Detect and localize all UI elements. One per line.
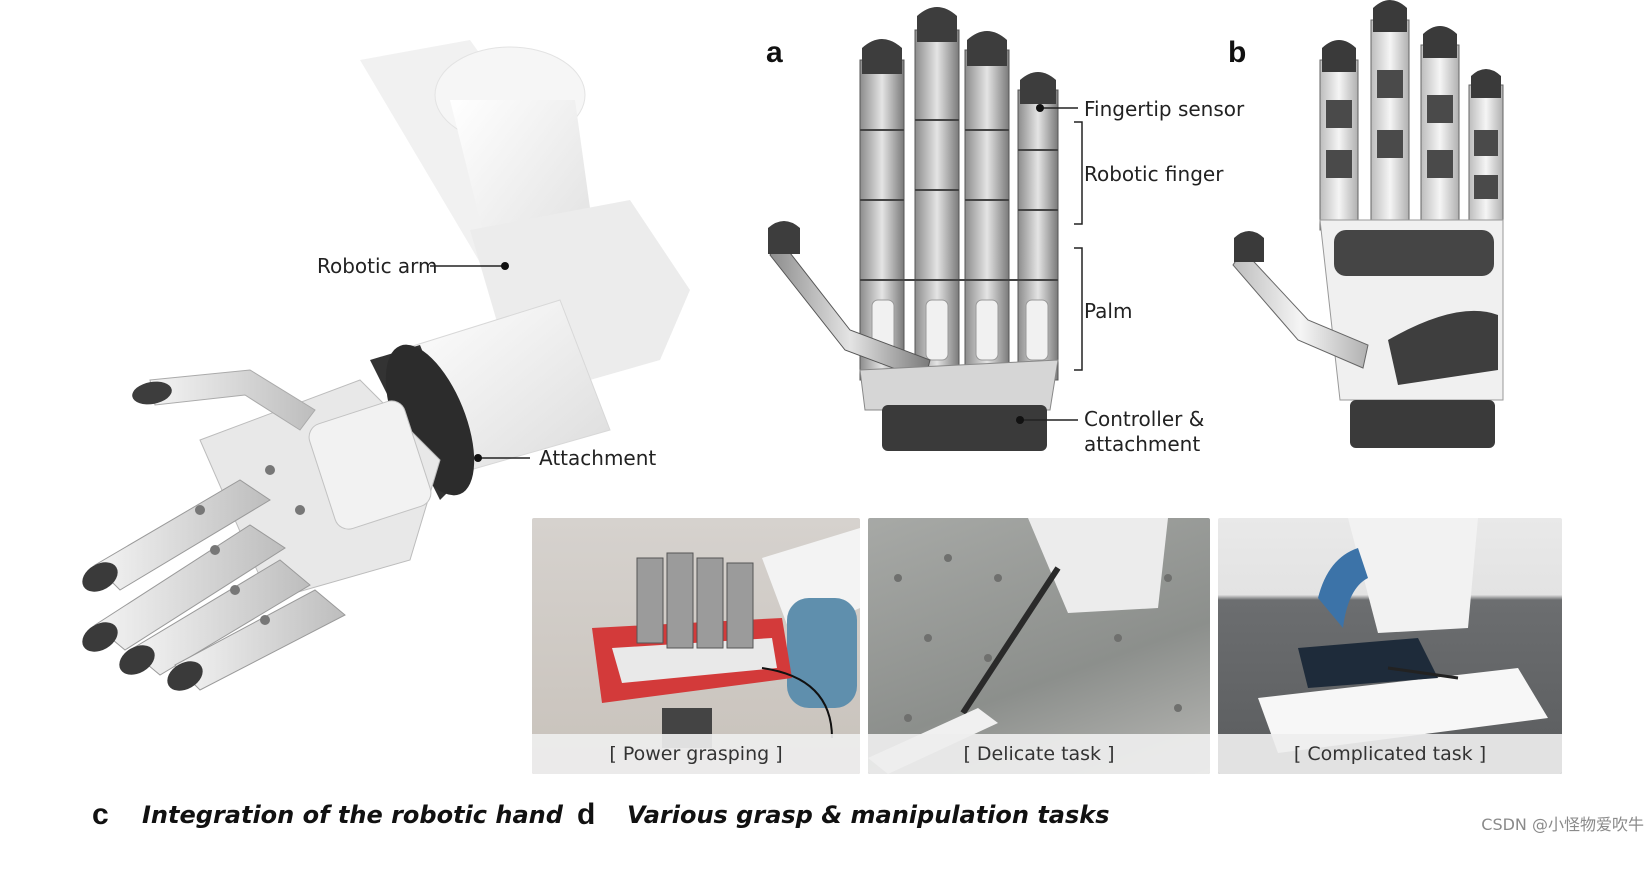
task-photo-delicate-task: [ Delicate task ] (868, 518, 1210, 774)
panel-label-a: a (766, 36, 783, 69)
robotic-arm-illustration (82, 40, 690, 691)
panel-label-d: d (577, 798, 596, 831)
callout-attachment: Attachment (539, 446, 657, 470)
power-grasping-scene (592, 528, 860, 748)
panel-label-b: b (1228, 36, 1247, 69)
task-caption-power-grasping: [ Power grasping ] (532, 734, 860, 774)
callout-palm: Palm (1084, 299, 1133, 323)
panel-a-callout-lines (1016, 104, 1083, 424)
panel-label-c: c (92, 798, 109, 831)
callout-fingertip-sensor: Fingertip sensor (1084, 97, 1245, 121)
caption-d-title: Various grasp & manipulation tasks (627, 801, 1110, 829)
callout-controller-line1: Controller & (1084, 407, 1205, 431)
hand-skeleton-illustration (768, 7, 1059, 451)
caption-c-title: Integration of the robotic hand (142, 801, 563, 829)
task-caption-complicated-task: [ Complicated task ] (1218, 734, 1562, 774)
watermark-text: CSDN @小怪物爱吹牛 (1481, 815, 1644, 834)
callout-robotic-arm: Robotic arm (317, 254, 438, 278)
task-caption-delicate-task: [ Delicate task ] (868, 734, 1210, 774)
covered-hand-illustration (1232, 0, 1504, 448)
task-photo-complicated-task: [ Complicated task ] (1218, 518, 1562, 774)
task-photo-power-grasping: [ Power grasping ] (532, 518, 860, 774)
callout-controller-line2: attachment (1084, 432, 1201, 456)
complicated-task-scene (1258, 518, 1548, 753)
callout-robotic-finger: Robotic finger (1084, 162, 1224, 186)
